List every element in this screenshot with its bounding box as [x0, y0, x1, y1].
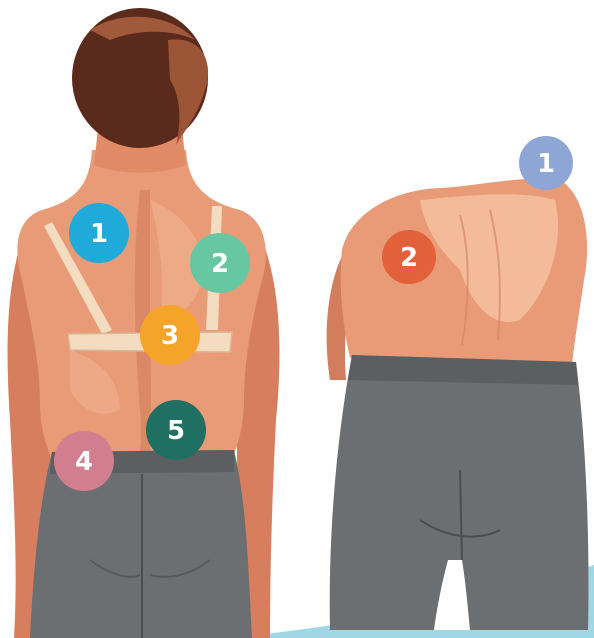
marker-label-back-1: 1 — [90, 219, 108, 249]
marker-label-back-2: 2 — [211, 249, 229, 279]
marker-side-2: 2 — [382, 230, 436, 284]
marker-label-side-1: 1 — [537, 149, 555, 179]
marker-back-4: 4 — [54, 431, 114, 491]
marker-label-back-4: 4 — [75, 447, 93, 477]
side-view-figure — [327, 179, 589, 630]
marker-back-5: 5 — [146, 400, 206, 460]
marker-side-1: 1 — [519, 136, 573, 190]
marker-back-3: 3 — [140, 305, 200, 365]
marker-label-back-3: 3 — [161, 321, 179, 351]
marker-back-2: 2 — [190, 233, 250, 293]
marker-back-1: 1 — [69, 203, 129, 263]
marker-label-back-5: 5 — [167, 416, 185, 446]
marker-label-side-2: 2 — [400, 243, 418, 273]
